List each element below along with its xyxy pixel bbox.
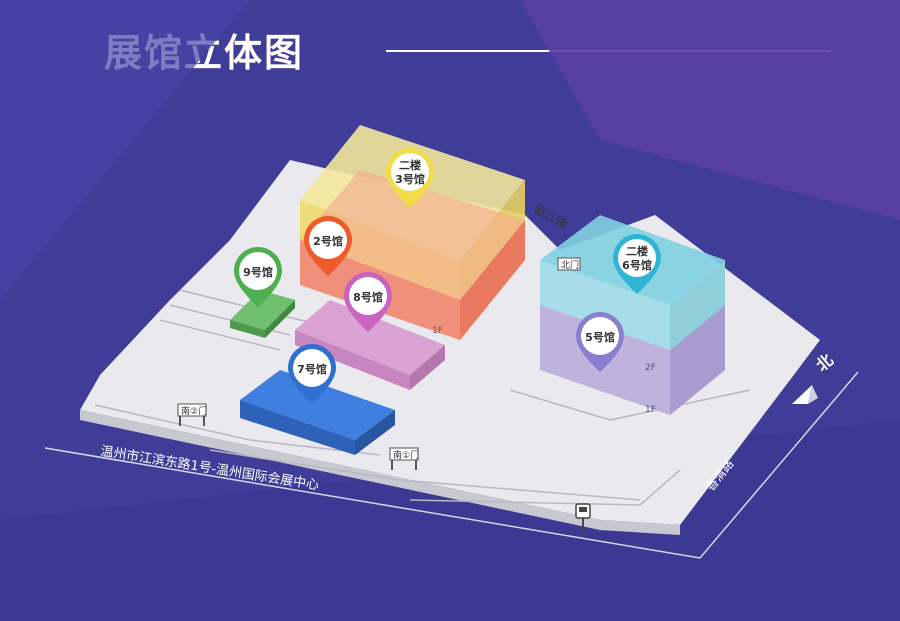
floor-label-2f-east: 2F bbox=[645, 363, 656, 373]
hall-7-pin-face bbox=[293, 349, 331, 387]
hall-9-marker[interactable]: 9号馆 bbox=[234, 247, 282, 307]
hall-8-marker-label-1: 8号馆 bbox=[353, 290, 383, 304]
hall-7-marker-label-1: 7号馆 bbox=[297, 362, 327, 376]
floor-label-1f-west: 1F bbox=[432, 326, 443, 336]
hall-5-marker-label-1: 5号馆 bbox=[585, 330, 615, 344]
road-label-north: 瓯江路 bbox=[532, 201, 571, 231]
bg-band-top-right bbox=[520, 0, 900, 220]
north-gate-label: 北门 bbox=[561, 259, 579, 271]
hall-8-marker[interactable]: 8号馆 bbox=[344, 272, 392, 332]
hall-3-marker-label-2: 3号馆 bbox=[395, 172, 425, 186]
hall-2-pin-face bbox=[309, 221, 347, 259]
hall-6-marker-label-2: 6号馆 bbox=[622, 258, 652, 272]
hall-9-pin-face bbox=[239, 252, 277, 290]
road-outline bbox=[44, 371, 859, 559]
hall-6-marker-label-1: 二楼 bbox=[626, 244, 648, 258]
hall-5-pin-face bbox=[581, 317, 619, 355]
hall-2-marker-label-1: 2号馆 bbox=[313, 234, 343, 248]
hall-9-marker-label-1: 9号馆 bbox=[243, 265, 273, 279]
south-gate-2-label: 南②门 bbox=[181, 405, 207, 417]
north-gate[interactable]: 北门 bbox=[557, 257, 581, 271]
south-gate-1-label: 南①门 bbox=[393, 449, 419, 461]
hall-2-marker[interactable]: 2号馆 bbox=[304, 216, 352, 276]
hall-6-pin-face bbox=[618, 239, 656, 277]
hall-3-marker-label-1: 二楼 bbox=[399, 158, 421, 172]
hall-9-building[interactable] bbox=[230, 290, 295, 338]
hall-7-marker[interactable]: 7号馆 bbox=[288, 344, 336, 404]
south-gate-1[interactable]: 南①门 bbox=[389, 447, 419, 470]
bg-band-left bbox=[0, 0, 250, 300]
south-gate-2[interactable]: 南②门 bbox=[177, 403, 207, 426]
compass-label: 北 bbox=[812, 350, 836, 375]
hall-8-building[interactable] bbox=[295, 300, 445, 390]
hall-5-marker[interactable]: 5号馆 bbox=[576, 312, 624, 372]
hall-8-pin-face bbox=[349, 277, 387, 315]
hall-3-pin-face bbox=[391, 153, 429, 191]
hall-7-building[interactable] bbox=[240, 370, 395, 455]
bus-stop-icon bbox=[575, 503, 591, 536]
floor-label-1f-east: 1F bbox=[645, 405, 656, 415]
ground-shadow bbox=[80, 410, 680, 535]
